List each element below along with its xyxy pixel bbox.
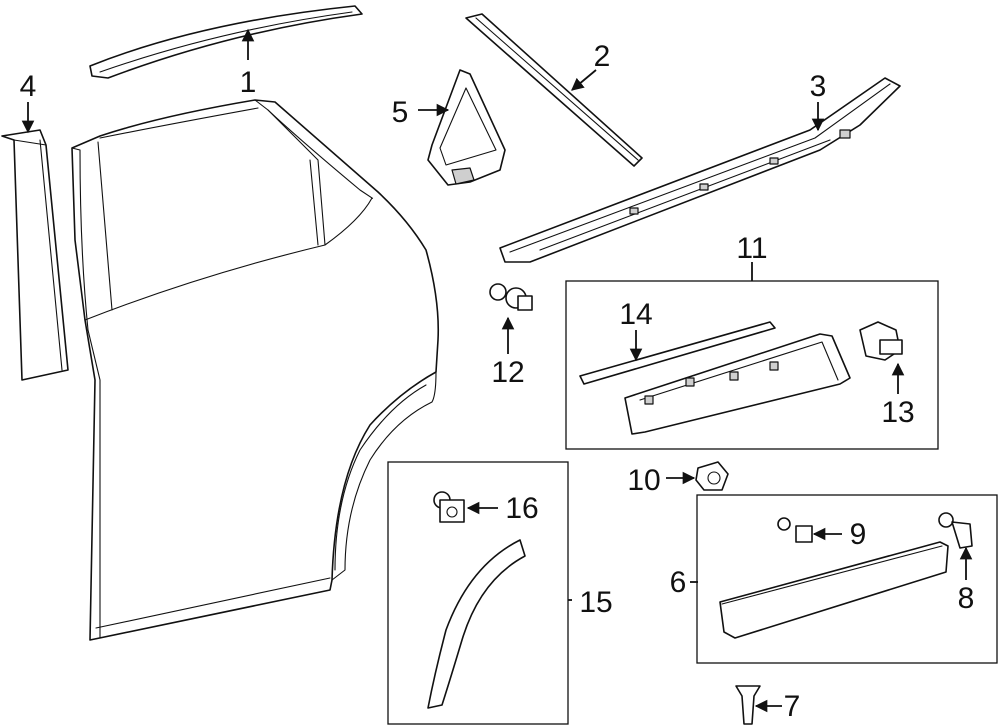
leader-arrows	[21, 28, 973, 713]
part-13-clip	[859, 321, 903, 361]
callout-3: 3	[810, 70, 827, 103]
callout-5: 5	[392, 96, 409, 129]
callout-14: 14	[619, 298, 652, 331]
callout-12: 12	[491, 356, 524, 389]
part-3-belt-weatherstrip	[499, 77, 901, 263]
part-10-nut	[695, 461, 729, 491]
part-2-window-strip	[465, 13, 643, 167]
callout-16: 16	[505, 492, 538, 525]
part-5-corner-piece	[427, 69, 506, 186]
callout-labels: 1 2 3 4 5 6 7 8 9 10 11 12 13 14 15 16	[20, 40, 975, 723]
arrow-2	[571, 69, 597, 91]
part-15-box	[387, 461, 569, 725]
part-4-pillar-garnish	[1, 129, 69, 381]
part-9-clip	[777, 517, 813, 543]
callout-9: 9	[850, 518, 867, 551]
callout-10: 10	[627, 464, 660, 497]
callout-7: 7	[784, 690, 801, 723]
part-8-clip	[938, 512, 973, 549]
part-14-strip	[579, 321, 776, 385]
part-11-molding-bracket	[624, 333, 851, 435]
part-16-clip	[433, 491, 465, 523]
part-7-pin	[735, 685, 761, 725]
callout-6: 6	[670, 566, 687, 599]
rear-door-outline	[71, 99, 440, 641]
callout-2: 2	[594, 40, 611, 73]
part-12-clip	[489, 283, 533, 311]
part-1-upper-molding	[89, 5, 363, 79]
part-6-side-molding	[719, 541, 949, 639]
part-15-arch-molding	[427, 539, 526, 709]
callout-8: 8	[958, 582, 975, 615]
callout-15: 15	[579, 586, 612, 619]
callout-1: 1	[240, 66, 257, 99]
callout-13: 13	[881, 396, 914, 429]
callout-11: 11	[736, 232, 767, 265]
callout-4: 4	[20, 70, 37, 103]
part-6-box	[696, 494, 998, 664]
